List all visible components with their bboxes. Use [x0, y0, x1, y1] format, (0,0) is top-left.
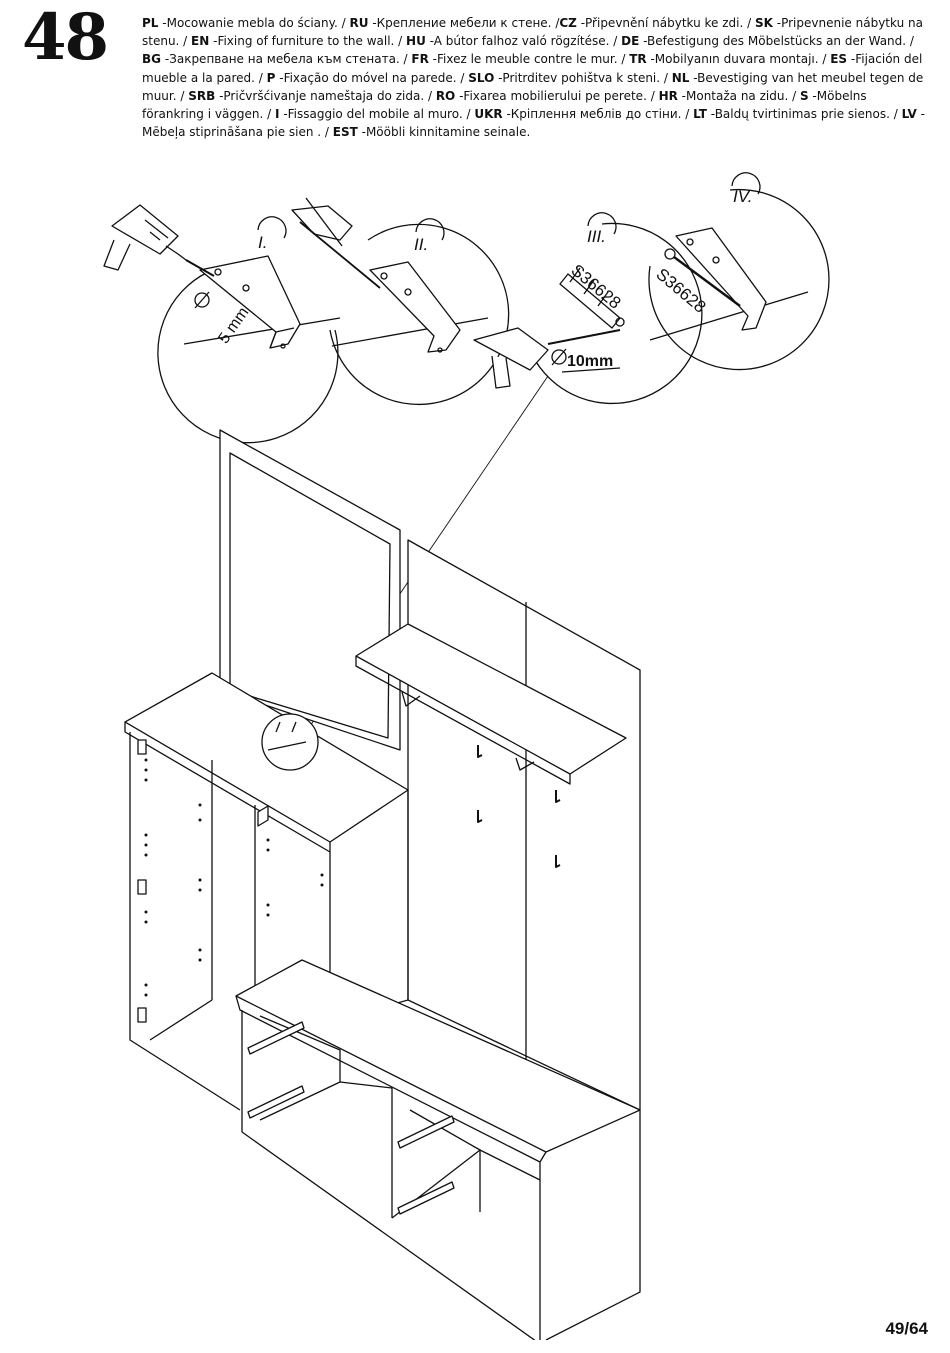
detail-step-1: 5 mm I. [103, 204, 341, 444]
drill-icon-2 [473, 327, 621, 389]
assembly-drawing: 5 mm I. II. S36628 [103, 172, 830, 1340]
language-code: HU [406, 34, 426, 49]
instruction-text: -Baldų tvirtinimas prie sienos. / [706, 107, 902, 122]
instruction-text: -Fixação do móvel na parede. / [275, 70, 469, 85]
instruction-text: -Pripevnenie nábytku na stenu. / [142, 16, 923, 49]
instruction-text: -Bevestiging van het meubel tegen de muu… [142, 70, 924, 103]
instruction-text: -Кріплення меблів до стіни. / [502, 107, 694, 122]
language-code: SK [755, 16, 773, 30]
pencil-hand-icon [291, 197, 381, 289]
wall-bracket-2 [369, 261, 461, 353]
language-code: SLO [468, 70, 495, 85]
language-code: RO [435, 88, 456, 103]
instruction-text: -Mēbeļa stiprināšana pie sien . / [142, 107, 925, 140]
language-code: LT [693, 107, 707, 122]
wall-bracket [199, 255, 301, 349]
language-code: LV [901, 107, 917, 122]
drill-size-small: 5 mm [215, 304, 252, 347]
furniture-unit [124, 429, 641, 1340]
coat-hook [477, 745, 483, 758]
instruction-text: -Fijación del mueble a la pared. / [142, 52, 923, 85]
instruction-text: -Закрепване на мебела към стената. / [161, 52, 412, 67]
language-code: S [799, 88, 809, 103]
instruction-text: -Pričvršćivanje nameštaja do zida. / [215, 88, 436, 103]
instruction-text: -Mobilyanın duvara montajı. / [646, 52, 831, 67]
detail-highlight-circle [261, 713, 319, 771]
drill-size-large: 10mm [567, 353, 613, 370]
language-code: FR [411, 52, 429, 67]
step-label-4: IV. [733, 187, 753, 206]
language-code: BG [142, 52, 161, 67]
instruction-text: -Möbelns förankring i väggen. / [142, 88, 867, 122]
language-code: EST [332, 125, 358, 140]
instruction-text: -Fixarea mobilierului pe perete. / [455, 88, 659, 103]
hat-shelf [355, 623, 627, 775]
language-code: HR [658, 88, 678, 103]
language-code: RU [349, 16, 369, 30]
screw-icon [664, 248, 741, 307]
mirror [219, 429, 401, 751]
language-code: ES [830, 52, 848, 67]
language-code: UKR [474, 107, 503, 122]
instruction-text: -Připevnění nábytku ke zdi. / [576, 16, 755, 30]
language-code: TR [629, 52, 647, 67]
detail-step-4: S36628 IV. [648, 172, 830, 371]
instruction-text: -A bútor falhoz való rögzítése. / [425, 34, 622, 49]
wall-bracket-4 [675, 227, 767, 331]
language-code: P [266, 70, 276, 85]
instruction-text: -Montaža na zidu. / [677, 88, 800, 103]
step-label-2: II. [414, 235, 428, 254]
language-code: SRB [188, 88, 216, 103]
language-code: CZ [559, 16, 577, 30]
language-code: EN [191, 34, 210, 49]
instruction-text: -Pritrditev pohištva k steni. / [494, 70, 672, 85]
detail-step-2: II. [291, 197, 510, 406]
instruction-text: -Mocowanie mebla do ściany. / [158, 16, 350, 30]
coat-hook [555, 855, 561, 868]
language-code: I [275, 107, 280, 122]
instruction-text: -Fixing of furniture to the wall. / [209, 34, 407, 49]
drill-icon [103, 204, 215, 277]
wall-anchor-icon [559, 267, 621, 329]
step-number: 48 [22, 0, 109, 75]
coat-hook [477, 810, 483, 823]
instruction-text: -Крепление мебели к стене. / [368, 16, 560, 30]
instruction-text: -Fissaggio del mobile al muro. / [279, 107, 475, 122]
step-label-3: III. [587, 227, 606, 246]
language-code: PL [142, 16, 159, 30]
step-label-1: I. [258, 233, 267, 252]
language-code: DE [621, 34, 640, 49]
detail-step-3: S36628 10mm III. [473, 212, 703, 405]
part-code-screw: S36628 [652, 265, 709, 317]
diameter-symbol-2 [551, 348, 567, 366]
multilingual-instructions: PL -Mocowanie mebla do ściany. / RU -Кре… [142, 14, 932, 141]
page-counter: 49/64 [885, 1319, 928, 1338]
coat-hook [555, 790, 561, 803]
instruction-text: -Mööbli kinnitamine seinale. [357, 125, 531, 140]
instruction-text: -Fixez le meuble contre le mur. / [428, 52, 630, 67]
diameter-symbol-1 [194, 291, 210, 309]
instruction-text: -Befestigung des Möbelstücks an der Wand… [639, 34, 914, 49]
language-code: NL [671, 70, 690, 85]
